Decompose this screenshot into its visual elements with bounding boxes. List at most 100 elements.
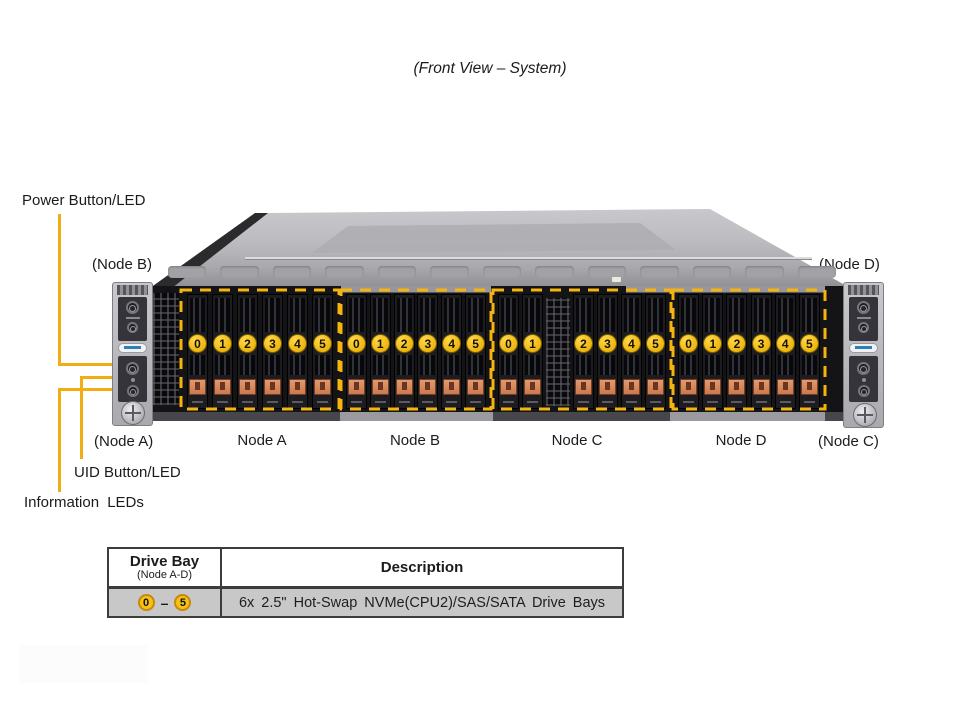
tray-bottom-edge: [340, 412, 493, 421]
bay-latch-button: [347, 379, 365, 395]
uid-button-icon: [127, 322, 138, 333]
node-d-label: Node D: [715, 432, 767, 449]
drive-bay-subheader: (Node A-D): [136, 569, 193, 582]
bay-vent: [777, 355, 793, 375]
info-leader-vertical: [58, 391, 61, 492]
drive-bay-slot: 3: [262, 294, 283, 409]
bay-foot: [398, 401, 410, 403]
drive-bay-slot: 1: [522, 294, 543, 409]
bay-foot: [755, 401, 767, 403]
bay-vent: [468, 355, 484, 375]
bay-vent: [501, 298, 516, 332]
callout-uid-button: UID Button/LED: [74, 464, 181, 481]
uid-leader-vertical: [80, 379, 83, 459]
bay-vent: [372, 298, 388, 332]
node-a-label: Node A: [237, 432, 287, 449]
lid-slat: [430, 266, 469, 278]
bay-vent: [777, 298, 793, 332]
bay-vent: [753, 298, 769, 332]
bay-vent: [348, 355, 364, 375]
bay-latch-button: [239, 379, 256, 395]
bay-number-badge: 4: [442, 334, 462, 353]
lid-vent-slats: [168, 266, 837, 278]
bay-latch-button: [443, 379, 461, 395]
drive-bay-slot: 2: [237, 294, 258, 409]
drive-bay-slot: 0: [498, 294, 519, 409]
bay-vent: [396, 298, 412, 332]
bay-vent: [396, 355, 412, 375]
bay-number-badge: 2: [394, 334, 414, 353]
bay-vent: [444, 298, 460, 332]
node-c-label: Node C: [551, 432, 603, 449]
bay-foot: [292, 401, 303, 403]
bay-foot: [317, 401, 328, 403]
bay-vent: [648, 355, 663, 375]
bay-number-badge: 0: [679, 334, 699, 353]
lid-slat: [692, 266, 732, 278]
lid-slat: [482, 266, 522, 278]
bay-vent: [648, 298, 663, 332]
left-control-panel-lower: [118, 356, 147, 402]
bay-foot: [350, 401, 362, 403]
bay-number-badge: 3: [598, 334, 617, 353]
bay-vent: [600, 355, 615, 375]
bay-number-badge: 1: [213, 334, 232, 353]
lid-slat: [325, 266, 364, 278]
bay-vent: [420, 298, 436, 332]
lid-slat: [535, 266, 574, 278]
bay-number-badge: 4: [775, 334, 795, 353]
bay-latch-button: [289, 379, 306, 395]
thumbscrew: [121, 401, 145, 425]
drive-bay-slot: 2: [726, 294, 748, 409]
node-id-sticker: [849, 343, 878, 353]
bay-latch-button: [776, 379, 794, 395]
vent-column: [546, 297, 570, 406]
tray-bottom-edge: [670, 412, 825, 421]
bay-latch-button: [623, 379, 640, 395]
bay-range-cell: 0 – 5: [109, 589, 222, 616]
bay-vent: [315, 298, 330, 332]
bay-vent: [315, 355, 330, 375]
bay-latch-button: [395, 379, 413, 395]
left-control-panel-upper: [118, 297, 147, 341]
bay-foot: [422, 401, 434, 403]
bay-vent: [240, 298, 255, 332]
bay-foot: [470, 401, 482, 403]
bay-vent: [265, 298, 280, 332]
bay-vent: [348, 298, 364, 332]
bay-vent: [705, 355, 721, 375]
bay-foot: [650, 401, 661, 403]
bay-latch-button: [599, 379, 616, 395]
right-control-panel-lower: [849, 356, 878, 402]
bay-vent: [190, 355, 205, 375]
bay-vent: [681, 298, 697, 332]
chassis-bottom-lip: [150, 412, 845, 421]
ear-grip-texture: [117, 285, 148, 295]
bay-foot: [578, 401, 589, 403]
bay-foot: [267, 401, 278, 403]
bay-number-badge: 1: [523, 334, 542, 353]
lid-slat: [377, 266, 417, 278]
bay-latch-button: [500, 379, 517, 395]
bay-foot: [503, 401, 514, 403]
bay-number-badge: 0: [137, 594, 155, 611]
bay-vent: [420, 355, 436, 375]
bay-number-badge: 2: [574, 334, 593, 353]
drive-bay-slot: 0: [345, 294, 367, 409]
lid-slat: [587, 266, 627, 278]
bay-number-badge: 4: [288, 334, 307, 353]
bay-vent: [576, 355, 591, 375]
bay-number-badge: 0: [346, 334, 366, 353]
callout-node-a: (Node A): [94, 433, 154, 450]
power-leader-vertical: [58, 214, 61, 365]
bay-vent: [525, 355, 540, 375]
bay-vent: [501, 355, 516, 375]
bay-vent: [600, 298, 615, 332]
bay-number-badge: 5: [313, 334, 332, 353]
uid-button-icon: [858, 322, 869, 333]
vent-column: [153, 293, 179, 405]
bay-latch-button: [704, 379, 722, 395]
